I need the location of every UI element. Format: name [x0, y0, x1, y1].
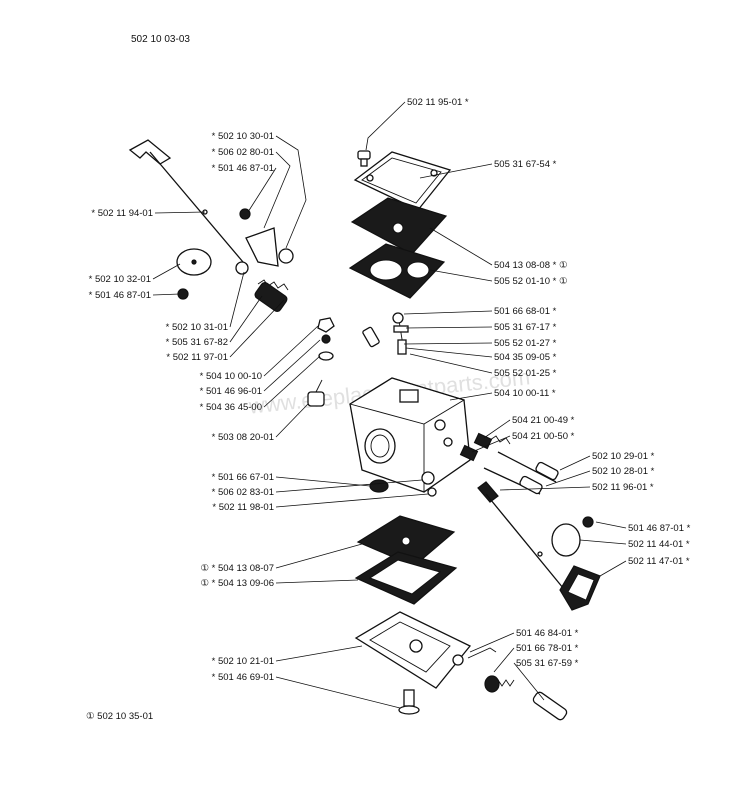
mixture-needles	[459, 432, 559, 495]
part-label: 505 52 01-27 *	[494, 338, 557, 349]
part-label: * 502 10 21-01	[212, 656, 274, 667]
pump-diaphragm	[350, 197, 448, 255]
part-label: * 501 46 96-01	[200, 386, 262, 397]
throttle-plate	[176, 248, 212, 276]
part-label: * 502 11 98-01	[212, 502, 274, 513]
part-label: ① * 504 13 08-07	[201, 563, 275, 574]
part-label: 502 11 44-01 *	[628, 539, 690, 550]
footnote: ① 502 10 35-01	[86, 711, 153, 722]
throttle-shaft	[128, 139, 244, 263]
part-label: ① * 504 13 09-06	[201, 578, 275, 589]
pump-gasket	[348, 243, 446, 299]
part-labels: 502 11 95-01 * 505 31 67-54 * 504 13 08-…	[89, 97, 691, 683]
part-label: 502 10 29-01 *	[592, 451, 655, 462]
part-label: 505 31 67-54 *	[494, 159, 557, 170]
throttle-bracket	[235, 208, 294, 275]
metering-gasket	[354, 551, 458, 605]
part-label: * 502 11 97-01	[166, 352, 228, 363]
part-label: 505 52 01-10 * ①	[494, 276, 568, 287]
part-label: 504 21 00-50 *	[512, 431, 575, 442]
part-label: 502 11 95-01 *	[407, 97, 469, 108]
part-label: * 506 02 83-01	[212, 487, 274, 498]
part-label: 505 52 01-25 *	[494, 368, 557, 379]
part-drawings	[128, 139, 601, 721]
part-label: * 504 36 45-00	[200, 402, 262, 413]
part-label: 504 35 09-05 *	[494, 352, 557, 363]
part-label: 501 46 84-01 *	[516, 628, 579, 639]
part-label: 502 11 96-01 *	[592, 482, 654, 493]
part-label: * 506 02 80-01	[212, 147, 274, 158]
part-label: 502 11 47-01 *	[628, 556, 690, 567]
leader-lines	[152, 101, 627, 709]
part-label: * 501 46 87-01	[212, 163, 274, 174]
cover-screw	[357, 150, 371, 167]
part-label: * 501 46 69-01	[212, 672, 274, 683]
part-label: * 502 10 32-01	[89, 274, 151, 285]
part-label: 502 10 28-01 *	[592, 466, 655, 477]
metering-cover	[354, 611, 472, 689]
carburetor-body	[348, 377, 471, 493]
part-label: 504 13 08-08 * ①	[494, 260, 568, 271]
part-label: * 502 11 94-01	[91, 208, 153, 219]
small-hardware-left	[307, 317, 335, 407]
part-label: 505 31 67-59 *	[516, 658, 579, 669]
part-label: 504 21 00-49 *	[512, 415, 575, 426]
part-label: 501 46 87-01 *	[628, 523, 691, 534]
part-label: * 505 31 67-82	[166, 337, 228, 348]
pump-cover	[353, 151, 452, 211]
part-label: * 502 10 31-01	[166, 322, 228, 333]
part-label: * 503 08 20-01	[212, 432, 274, 443]
needle-valve-assembly	[362, 312, 409, 355]
part-label: 501 66 68-01 *	[494, 306, 557, 317]
bottom-screw	[398, 689, 420, 715]
part-label: 504 10 00-11 *	[494, 388, 556, 399]
part-label: 501 66 78-01 *	[516, 643, 579, 654]
idle-adjust-screw	[467, 647, 568, 721]
part-label: 505 31 67-17 *	[494, 322, 557, 333]
diagram-title: 502 10 03-03	[131, 34, 190, 45]
part-label: * 502 10 30-01	[212, 131, 274, 142]
throttle-spring	[254, 279, 289, 313]
part-label: * 501 66 67-01	[212, 472, 274, 483]
part-label: * 501 46 87-01	[89, 290, 151, 301]
part-label: * 504 10 00-10	[200, 371, 262, 382]
choke-shaft	[477, 481, 601, 611]
